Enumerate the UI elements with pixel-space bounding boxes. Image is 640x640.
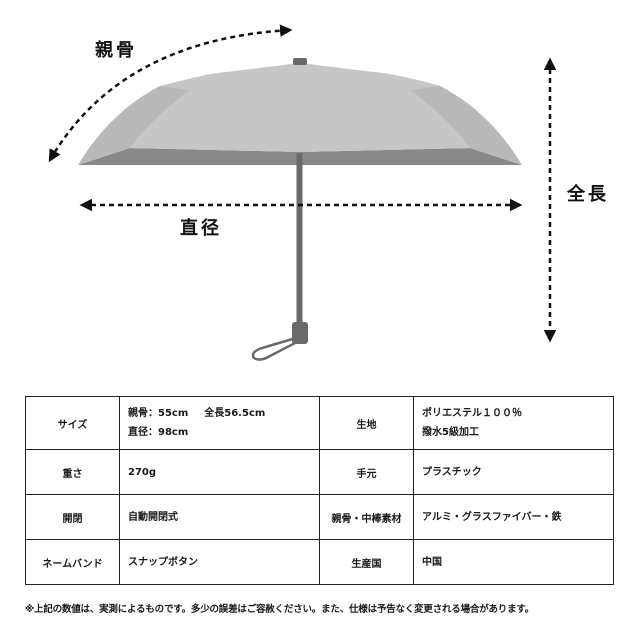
umbrella-handle (292, 322, 308, 344)
spec-value: 親骨：55cm 全長56.5cm 直径：98cm (119, 396, 320, 450)
spec-value-fabric: ポリエステル１００％ (422, 408, 522, 419)
spec-value: 中国 (413, 539, 614, 585)
spec-value-water-repellent: 撥水5級加工 (422, 427, 479, 438)
table-row: サイズ 親骨：55cm 全長56.5cm 直径：98cm 生地 ポリエステル１００… (25, 396, 614, 450)
spec-label: 生産国 (319, 539, 414, 585)
footnote: ※上記の数値は、実測によるものです。多少の誤差はご容赦ください。また、仕様は予告… (25, 604, 535, 615)
canopy-tip (293, 58, 307, 65)
spec-value-rib: 親骨：55cm (128, 408, 189, 419)
spec-value-diameter: 直径：98cm (128, 427, 189, 438)
spec-label: 開閉 (25, 494, 120, 540)
spec-value: スナップボタン (119, 539, 320, 585)
umbrella-diagram: 親骨 直径 全長 (48, 24, 609, 361)
wrist-strap (251, 336, 298, 361)
table-row: 開閉 自動開閉式 親骨・中棒素材 アルミ・グラスファイバー・鉄 (25, 494, 614, 540)
spec-table: サイズ 親骨：55cm 全長56.5cm 直径：98cm 生地 ポリエステル１００… (25, 396, 614, 585)
diameter-label: 直径 (180, 218, 222, 239)
umbrella-illustration (48, 24, 557, 361)
spec-label: 親骨・中棒素材 (319, 494, 414, 540)
spec-value-total-length: 全長56.5cm (204, 408, 266, 419)
spec-label: 手元 (319, 449, 414, 495)
spec-value: プラスチック (413, 449, 614, 495)
spec-value: ポリエステル１００％ 撥水5級加工 (413, 396, 614, 450)
total-length-label: 全長 (567, 184, 609, 205)
spec-value: 自動開閉式 (119, 494, 320, 540)
spec-value: 270g (119, 449, 320, 495)
spec-label: 重さ (25, 449, 120, 495)
spec-value: アルミ・グラスファイバー・鉄 (413, 494, 614, 540)
spec-label: ネームバンド (25, 539, 120, 585)
table-row: 重さ 270g 手元 プラスチック (25, 449, 614, 495)
table-row: ネームバンド スナップボタン 生産国 中国 (25, 539, 614, 585)
umbrella-shaft (296, 153, 303, 328)
rib-label: 親骨 (95, 40, 137, 61)
canopy-panel (410, 86, 522, 165)
spec-label: サイズ (25, 396, 120, 450)
spec-label: 生地 (319, 396, 414, 450)
